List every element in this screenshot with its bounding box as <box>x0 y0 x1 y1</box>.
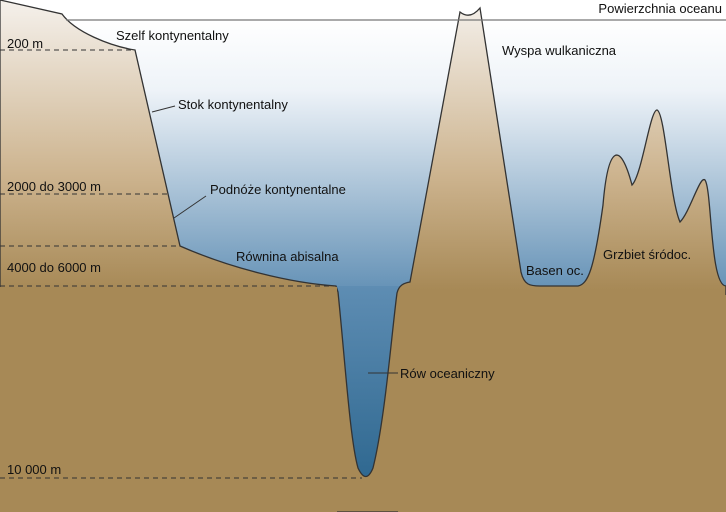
depth-lines <box>0 49 362 479</box>
depth-label-200: 200 m <box>7 36 44 51</box>
depth-label-10000: 10 000 m <box>7 462 62 477</box>
label-basin: Basen oc. <box>526 263 584 278</box>
label-slope: Stok kontynentalny <box>178 97 288 112</box>
label-abyssal-plain: Równina abisalna <box>236 249 339 264</box>
label-trench: Rów oceaniczny <box>400 366 495 381</box>
ocean-surface-label: Powierzchnia oceanu <box>598 1 722 16</box>
label-rise: Podnóże kontynentalne <box>210 182 346 197</box>
label-volcanic-island: Wyspa wulkaniczna <box>502 43 617 58</box>
depth-label-2000-3000: 2000 do 3000 m <box>7 179 101 194</box>
deep-sediment-right <box>398 295 726 512</box>
leader-lines <box>151 105 398 374</box>
label-ridge: Grzbiet śródoc. <box>603 247 692 262</box>
label-shelf: Szelf kontynentalny <box>116 28 229 43</box>
deep-sediment <box>0 287 337 512</box>
depth-label-4000-6000: 4000 do 6000 m <box>7 260 101 275</box>
